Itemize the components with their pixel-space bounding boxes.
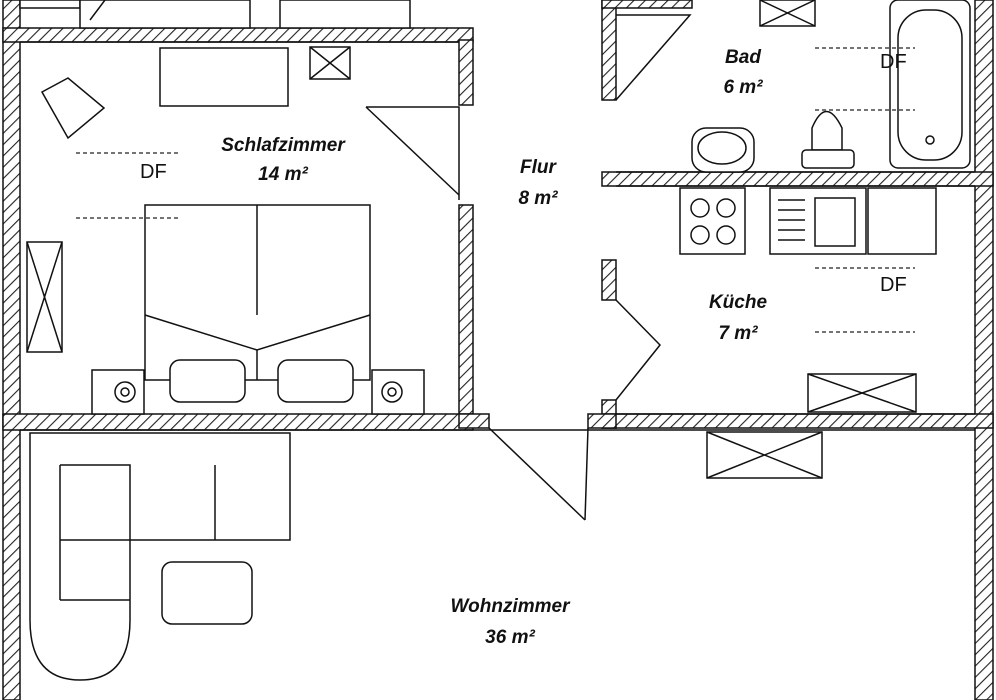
window-bedroom-top xyxy=(309,46,351,80)
window-bedroom-left xyxy=(26,241,63,353)
sink xyxy=(814,197,856,247)
room-area-kueche: 7 m² xyxy=(718,323,758,344)
room-area-bad: 6 m² xyxy=(723,77,763,98)
chair xyxy=(40,77,106,140)
kitchen-fixtures xyxy=(679,187,937,255)
wall-flur-kitchen xyxy=(601,259,617,301)
coffee-table xyxy=(161,561,253,625)
room-area-flur: 8 m² xyxy=(518,188,558,209)
bedroom-furniture xyxy=(40,47,425,415)
df-annotations: DF DF DF xyxy=(140,51,907,296)
wall-bedroom-bottom xyxy=(2,413,474,431)
room-name-kueche: Küche xyxy=(709,292,768,313)
door-kitchen xyxy=(615,299,662,401)
wall-flur-bottom-right xyxy=(587,413,617,429)
window-kitchen xyxy=(807,373,917,413)
df-label-bad: DF xyxy=(880,51,907,73)
interior-lines xyxy=(20,41,975,431)
sofa xyxy=(29,432,291,681)
room-name-flur: Flur xyxy=(520,157,557,178)
living-furniture xyxy=(29,432,291,681)
room-labels: Schlafzimmer 14 m² Flur 8 m² Bad 6 m² Kü… xyxy=(221,47,767,648)
df-lines xyxy=(76,47,915,333)
df-label-schlafzimmer: DF xyxy=(140,161,167,183)
room-name-bad: Bad xyxy=(725,47,761,68)
door-bedroom xyxy=(366,106,460,200)
door-wohnzimmer xyxy=(488,427,586,521)
wall-bad-kitchen xyxy=(601,171,994,187)
window-wohnzimmer xyxy=(706,431,823,479)
wall-bedroom-flur-lower xyxy=(458,204,474,428)
pillow-right xyxy=(277,359,354,403)
desk xyxy=(159,47,289,107)
room-area-schlafzimmer: 14 m² xyxy=(258,164,308,185)
wall-outer-right xyxy=(974,0,994,700)
stove xyxy=(679,187,746,255)
wall-kitchen-bottom xyxy=(601,413,994,429)
pillow-left xyxy=(169,359,246,403)
df-label-kueche: DF xyxy=(880,274,907,296)
door-bad xyxy=(615,14,692,101)
top-furniture xyxy=(19,0,411,29)
doors xyxy=(365,14,692,521)
wall-top-bedroom xyxy=(2,27,474,43)
windows xyxy=(26,0,917,479)
toilet xyxy=(811,110,843,151)
wall-top-bad xyxy=(601,0,693,9)
window-bad-top xyxy=(759,0,816,27)
wall-bedroom-flur xyxy=(458,39,474,106)
room-name-schlafzimmer: Schlafzimmer xyxy=(221,135,346,156)
wall-outer-left xyxy=(2,0,21,700)
fridge xyxy=(867,187,937,255)
wall-flur-bad xyxy=(601,0,617,101)
wall-flur-bottom-left xyxy=(458,413,490,429)
room-name-wohnzimmer: Wohnzimmer xyxy=(451,596,572,617)
room-area-wohnzimmer: 36 m² xyxy=(485,627,535,648)
